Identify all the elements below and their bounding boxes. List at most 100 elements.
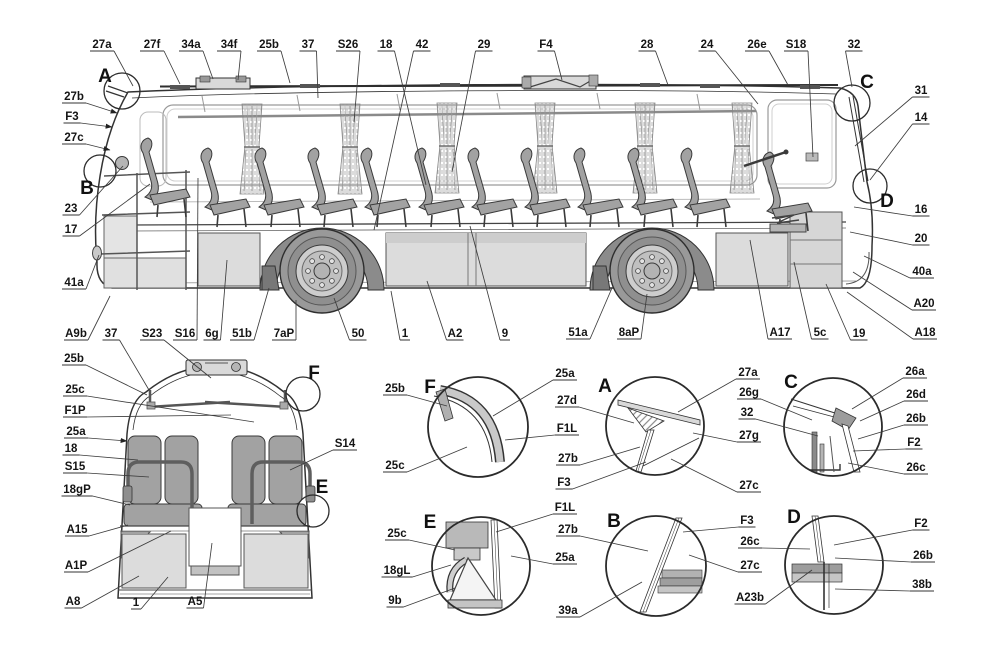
part-label-25a: 25a: [66, 426, 86, 438]
leader-line: [670, 458, 738, 493]
part-label-6g: 6g: [205, 328, 218, 340]
part-label-27c: 27c: [64, 132, 84, 144]
leader-line: [412, 564, 452, 578]
part-label-A8: A8: [66, 596, 81, 608]
leader-line: [640, 293, 648, 340]
part-label-25a: 25a: [555, 368, 575, 380]
part-label-51b: 51b: [232, 328, 252, 340]
leader-line: [85, 364, 148, 396]
leader-line: [390, 290, 401, 341]
leader-line: [807, 50, 814, 158]
part-label-18gP: 18gP: [63, 484, 91, 496]
part-label-42: 42: [416, 39, 429, 51]
detail-inset-B: [639, 517, 703, 613]
part-label-40a: 40a: [912, 266, 932, 278]
part-label-34a: 34a: [181, 39, 201, 51]
part-label-S14: S14: [335, 438, 356, 450]
rear-compartment: [92, 156, 191, 290]
view-marker-circle: [83, 154, 117, 188]
part-label-F4: F4: [539, 39, 553, 51]
part-label-25c: 25c: [65, 384, 85, 396]
part-label-20: 20: [915, 233, 928, 245]
leader-line: [847, 462, 905, 475]
part-label-27a: 27a: [92, 39, 112, 51]
detail-inset-F: [433, 385, 505, 463]
leader-line: [495, 513, 554, 533]
part-label-F1L: F1L: [555, 502, 575, 514]
leader-line: [113, 50, 134, 87]
leader-line: [80, 122, 113, 129]
part-label-32: 32: [741, 407, 754, 419]
leader-line: [316, 50, 319, 99]
leader-line: [163, 339, 212, 379]
leader-line: [403, 587, 456, 608]
part-label-A23b: A23b: [736, 592, 764, 604]
steering-wheel: [743, 150, 787, 168]
roof-hatch-vent: [521, 74, 599, 90]
leader-line: [87, 295, 111, 341]
part-label-A17: A17: [769, 327, 790, 339]
front-bumper: [845, 251, 870, 285]
seat-handrails: [122, 460, 316, 524]
leader-line: [768, 50, 789, 86]
driver-window: [767, 99, 837, 189]
leader-line: [394, 50, 427, 186]
part-label-A5: A5: [188, 596, 203, 608]
part-label-34f: 34f: [221, 39, 238, 51]
leader-line: [86, 414, 232, 418]
leader-line: [857, 424, 905, 440]
part-label-7aP: 7aP: [274, 328, 295, 340]
leader-line: [140, 576, 169, 610]
leader-line: [406, 394, 448, 407]
leader-line: [220, 259, 228, 341]
leader-line: [87, 437, 128, 444]
leader-line: [92, 495, 131, 506]
leader-line: [793, 261, 812, 340]
part-label-F1P: F1P: [64, 405, 85, 417]
rear-seats: [123, 435, 307, 527]
part-label-27f: 27f: [144, 39, 161, 51]
leader-line: [86, 472, 150, 478]
part-label-27b: 27b: [558, 524, 578, 536]
leader-line: [854, 96, 913, 147]
detail-inset-C: [790, 398, 861, 473]
part-label-A18: A18: [914, 327, 936, 339]
part-label-26c: 26c: [740, 536, 760, 548]
part-label-1: 1: [133, 597, 140, 609]
leader-line: [289, 449, 334, 471]
part-label-23: 23: [65, 203, 78, 215]
part-label-25b: 25b: [64, 353, 84, 365]
leader-line: [81, 575, 140, 609]
leader-line: [715, 50, 759, 105]
part-label-37: 37: [105, 328, 118, 340]
leader-line: [833, 529, 913, 546]
detail-circle: [605, 376, 705, 476]
part-label-25c: 25c: [387, 528, 407, 540]
part-label-41a: 41a: [64, 277, 84, 289]
center-duct: [188, 507, 242, 567]
leader-line: [87, 530, 172, 573]
windshield-pillar: [848, 95, 869, 183]
leader-line: [203, 542, 213, 609]
part-label-18: 18: [65, 443, 78, 455]
leader-line: [655, 50, 669, 86]
detail-inset-D: [791, 515, 843, 610]
part-label-A15: A15: [66, 524, 88, 536]
section-letter-A: A: [598, 376, 612, 397]
part-label-27c: 27c: [739, 480, 759, 492]
part-label-19: 19: [853, 328, 866, 340]
part-label-17: 17: [65, 224, 78, 236]
leader-line: [851, 377, 904, 410]
detail-inset-E: [445, 519, 503, 609]
roof-vent: [185, 359, 248, 376]
leader-line: [237, 50, 242, 81]
detail-circle: [784, 515, 884, 615]
part-label-26e: 26e: [747, 39, 766, 51]
part-label-A20: A20: [913, 298, 934, 310]
section-letter-B: B: [607, 511, 621, 532]
leader-line: [406, 446, 468, 473]
driver-seat: [743, 149, 813, 233]
leader-line: [852, 271, 913, 311]
part-label-27b: 27b: [558, 453, 578, 465]
